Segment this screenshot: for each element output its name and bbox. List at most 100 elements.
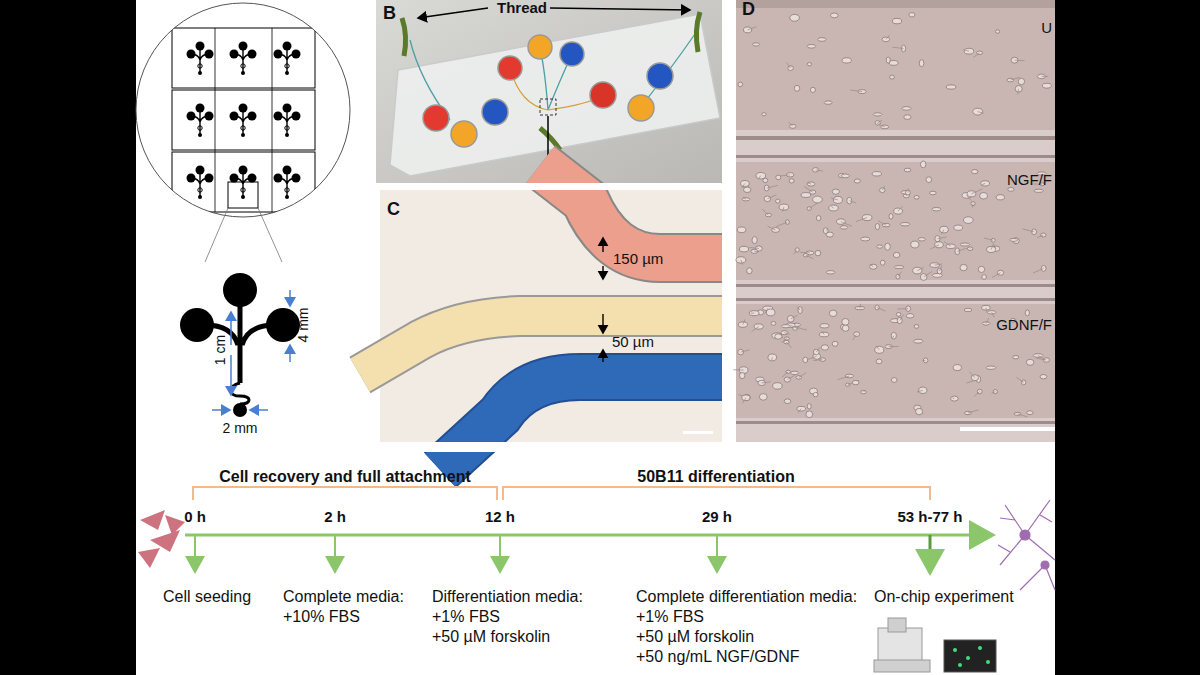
neurite [762, 209, 768, 215]
neurite [992, 312, 995, 317]
neurite [889, 346, 899, 347]
neurite [806, 255, 813, 259]
cell-body [829, 205, 838, 211]
cell-body [740, 373, 745, 379]
cell-body [803, 357, 808, 363]
cell-body [951, 396, 959, 401]
cell-body [807, 45, 816, 49]
cell-body [963, 217, 973, 224]
step-text: Complete media: [283, 587, 404, 606]
neurite [767, 185, 778, 188]
cell-body [852, 380, 859, 384]
neurite [743, 398, 746, 404]
cell-body [930, 191, 937, 195]
neurite [940, 265, 942, 271]
neurite [782, 372, 788, 377]
neurite [1037, 235, 1043, 238]
neurite [848, 381, 859, 385]
cell-body [885, 243, 891, 250]
cell-body [973, 108, 983, 115]
neurite [886, 35, 890, 39]
neurite [787, 375, 794, 379]
neurite [1016, 377, 1023, 382]
neuron-icon [998, 500, 1055, 590]
timeline [185, 487, 990, 570]
dimension: 4 mm [295, 308, 312, 343]
neurite [800, 252, 810, 254]
neurite [1015, 60, 1025, 62]
neurite [893, 336, 894, 339]
neurite [804, 186, 813, 192]
cell-body [861, 390, 867, 393]
cell-body [894, 266, 904, 269]
cell-body [870, 264, 877, 269]
cell-body [764, 185, 769, 191]
cell-body [789, 179, 794, 183]
neurite [900, 315, 904, 321]
cell-body [861, 237, 870, 241]
dimension: 50 µm [612, 333, 654, 351]
neurite [743, 319, 745, 324]
step-text: +1% FBS [636, 607, 704, 626]
neurite [978, 112, 984, 114]
neurite [991, 244, 993, 250]
neurite [935, 264, 942, 265]
cell-body [771, 322, 776, 326]
cell-icon [138, 510, 185, 568]
cell-body [807, 63, 812, 66]
cell-body [891, 378, 897, 383]
cell-body [744, 187, 751, 192]
phase-label: 50B11 differentiation [637, 467, 794, 486]
condition-label: NGF/F [1007, 171, 1052, 189]
cell-body [739, 246, 748, 252]
cell-body [752, 237, 757, 244]
neurite [898, 272, 902, 277]
neurite [892, 47, 903, 48]
cell-body [891, 332, 896, 339]
cell-body [914, 196, 919, 200]
dimension: 1 cm [212, 335, 229, 365]
neurite [963, 50, 969, 52]
time-point: 53 h-77 h [897, 508, 962, 526]
cell-body [1008, 188, 1014, 192]
cell-body [854, 179, 860, 183]
cell-body [995, 30, 999, 33]
cell-body [832, 189, 839, 194]
neurite [789, 122, 793, 126]
cell-body [872, 172, 881, 176]
neurite [877, 123, 885, 127]
cell-body [993, 390, 997, 394]
neurite [856, 218, 867, 222]
cell-body [980, 193, 988, 200]
time-point: 0 h [184, 508, 206, 526]
cell-body [773, 383, 782, 389]
step-text: Differentiation media: [432, 587, 583, 606]
cell-body [918, 238, 925, 241]
neurite [898, 206, 903, 211]
step-text: +50 µM forskolin [432, 627, 550, 646]
neurite [784, 333, 789, 335]
neurite [1018, 89, 1019, 95]
cell-body [946, 85, 956, 89]
cell-body [972, 170, 978, 174]
cell-body [875, 224, 879, 230]
neurite [752, 327, 759, 332]
cell-body [842, 58, 851, 63]
neurite [768, 226, 776, 230]
cell-body [996, 195, 1004, 200]
cell-body [904, 168, 911, 172]
cell-body [886, 57, 890, 63]
cell-body [784, 340, 789, 343]
neurite [799, 373, 807, 378]
step-text: On-chip experiment [874, 587, 1014, 606]
neurite [807, 356, 817, 360]
neurite [758, 176, 761, 179]
cell-body [762, 113, 766, 116]
channel-micrograph [360, 165, 740, 470]
neurite [741, 350, 750, 352]
cell-body [902, 107, 911, 111]
cell-micrograph [733, 0, 1055, 442]
neurite [791, 325, 798, 328]
neurite [809, 203, 817, 209]
cell-body [876, 359, 882, 364]
